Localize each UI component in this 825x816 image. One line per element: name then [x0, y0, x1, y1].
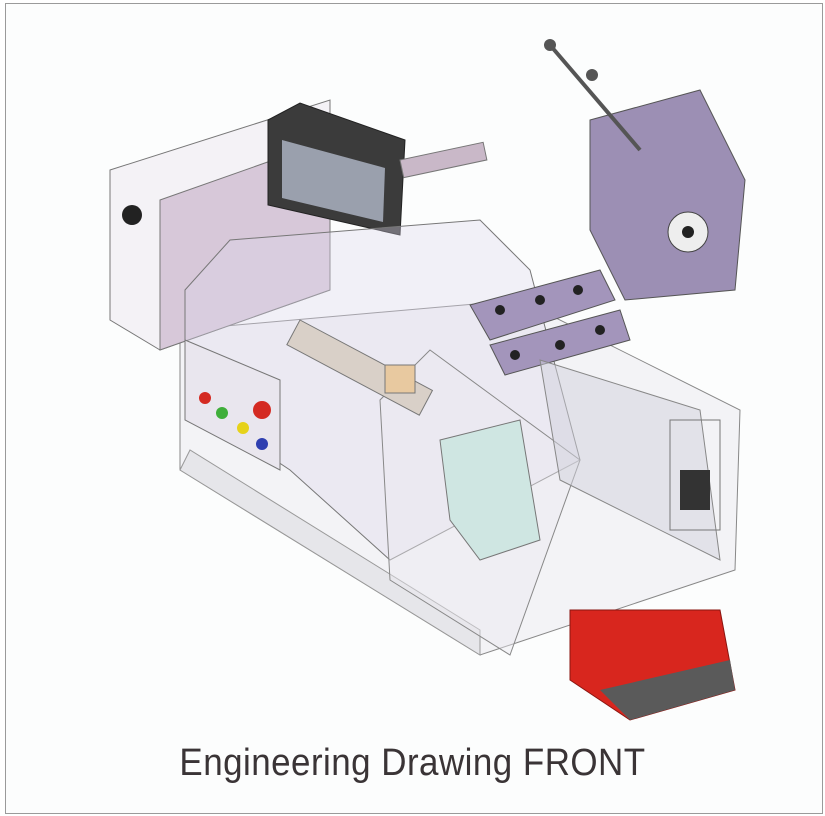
linear-rail	[539, 359, 721, 561]
control-panel	[184, 339, 281, 471]
blue-button	[256, 438, 268, 450]
yellow-button	[237, 422, 249, 434]
rollers	[495, 285, 605, 360]
foot-pedal-base	[600, 660, 735, 720]
tailstock	[439, 419, 541, 561]
emergency-stop-button	[253, 401, 271, 419]
stepper-motor	[680, 470, 710, 510]
cabinet-switch-icon	[122, 205, 142, 225]
base-front-edge	[179, 449, 481, 656]
drawing-caption: Engineering Drawing FRONT	[179, 742, 646, 784]
screen-arm	[399, 141, 488, 179]
winding-head	[589, 89, 746, 301]
motor-bracket	[669, 419, 721, 531]
red-button	[199, 392, 211, 404]
green-button	[216, 407, 228, 419]
spindle-chuck	[384, 364, 416, 394]
tension-arm	[548, 43, 642, 152]
touch-screen-display	[282, 140, 385, 222]
